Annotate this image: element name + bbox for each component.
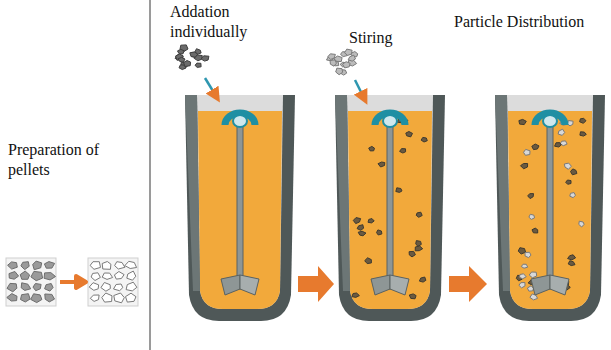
particle bbox=[115, 262, 125, 269]
particle bbox=[184, 61, 191, 67]
step-label: Preparation of pellets bbox=[8, 140, 144, 180]
particle bbox=[570, 193, 576, 198]
particle bbox=[532, 144, 539, 150]
particle bbox=[8, 262, 18, 269]
particle bbox=[558, 129, 565, 135]
particle bbox=[377, 230, 382, 235]
particle bbox=[178, 57, 185, 62]
particle bbox=[102, 293, 112, 302]
particle bbox=[45, 284, 54, 292]
particle bbox=[568, 255, 576, 260]
particle bbox=[532, 228, 538, 233]
particle bbox=[400, 149, 406, 153]
particle bbox=[555, 143, 562, 147]
particle bbox=[521, 164, 528, 169]
particle bbox=[31, 271, 43, 280]
particle bbox=[44, 262, 54, 269]
particle bbox=[529, 214, 535, 219]
particle bbox=[528, 194, 534, 199]
particle bbox=[416, 241, 422, 247]
particle bbox=[580, 118, 586, 123]
particle bbox=[529, 272, 537, 278]
particle bbox=[396, 188, 402, 193]
particle bbox=[195, 63, 201, 67]
particle bbox=[114, 272, 124, 280]
particle bbox=[365, 258, 372, 264]
particle bbox=[101, 283, 111, 292]
particle bbox=[89, 283, 98, 291]
particle bbox=[126, 282, 137, 291]
particle bbox=[336, 68, 343, 75]
particle bbox=[91, 273, 100, 281]
particle bbox=[353, 218, 360, 224]
particle bbox=[21, 283, 31, 291]
particle bbox=[568, 261, 575, 266]
particle bbox=[566, 180, 571, 184]
particle bbox=[579, 221, 584, 227]
step-label: Addation individually bbox=[170, 2, 280, 42]
particle bbox=[343, 62, 351, 68]
particle bbox=[571, 169, 577, 175]
particle bbox=[415, 246, 423, 251]
particle bbox=[409, 251, 415, 257]
particle bbox=[358, 231, 366, 236]
particle bbox=[114, 284, 123, 291]
particle bbox=[9, 272, 19, 280]
particle bbox=[580, 132, 586, 136]
particle bbox=[416, 212, 422, 217]
particle bbox=[564, 163, 571, 169]
particle bbox=[31, 294, 42, 303]
particle bbox=[45, 294, 55, 302]
step-label: Stiring bbox=[349, 28, 449, 48]
particle bbox=[525, 252, 531, 257]
particle bbox=[114, 293, 125, 303]
particle bbox=[44, 273, 55, 280]
particle bbox=[328, 54, 336, 60]
particle bbox=[368, 219, 374, 223]
particle bbox=[126, 293, 137, 302]
particle bbox=[330, 60, 336, 66]
particle bbox=[33, 284, 41, 291]
particle bbox=[357, 225, 364, 231]
particle bbox=[521, 264, 527, 268]
particle bbox=[519, 283, 525, 288]
particle bbox=[33, 261, 42, 270]
particle bbox=[518, 248, 525, 254]
particle bbox=[348, 55, 355, 61]
particle bbox=[409, 294, 416, 299]
particle bbox=[90, 262, 100, 270]
particle bbox=[127, 271, 136, 280]
particle bbox=[419, 277, 426, 282]
particle bbox=[406, 132, 413, 137]
step-label: Particle Distribution bbox=[454, 12, 608, 32]
particle bbox=[21, 262, 29, 270]
particle bbox=[20, 271, 29, 279]
particle bbox=[90, 295, 99, 301]
particle bbox=[178, 49, 185, 54]
particle bbox=[125, 261, 137, 268]
particle bbox=[7, 294, 17, 301]
particle bbox=[520, 274, 527, 279]
particle bbox=[190, 52, 198, 57]
particle bbox=[369, 146, 375, 151]
particle bbox=[524, 149, 531, 155]
particle bbox=[345, 49, 353, 55]
particle bbox=[102, 273, 112, 279]
particle bbox=[21, 294, 31, 302]
particle bbox=[102, 262, 111, 270]
particle bbox=[519, 119, 526, 124]
particle bbox=[421, 137, 427, 142]
particle bbox=[352, 293, 360, 297]
particle bbox=[7, 283, 17, 291]
particle bbox=[378, 162, 385, 167]
